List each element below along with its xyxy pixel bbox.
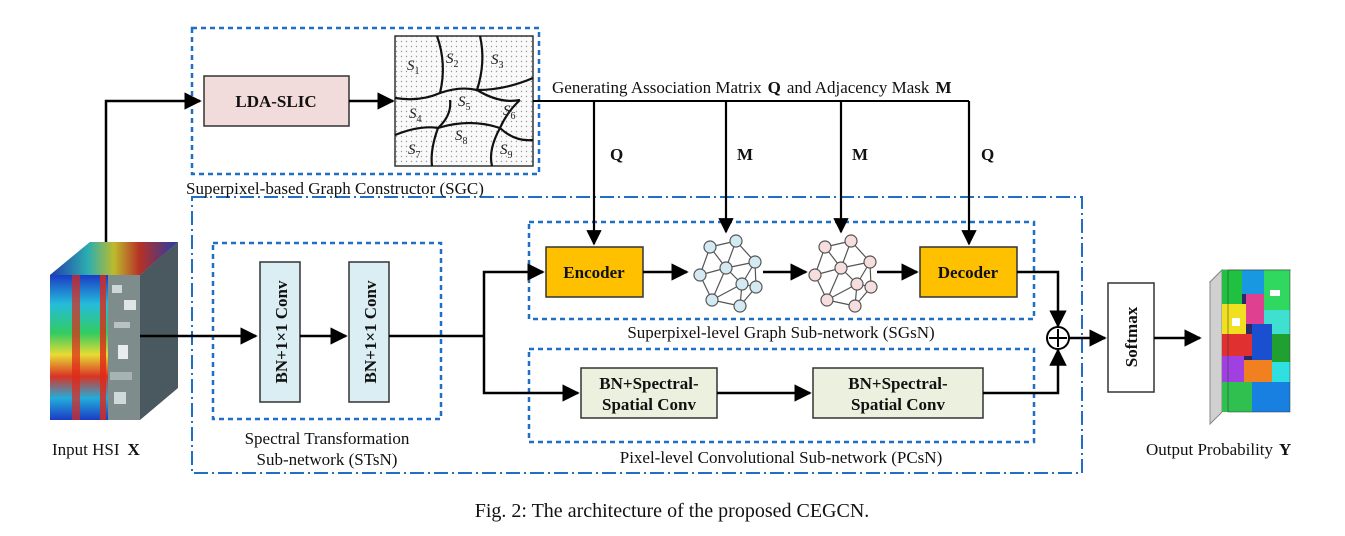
graph-network-2 [808, 234, 878, 313]
input-to-sgc-arrow [104, 92, 202, 242]
superpixel-label-8: S8 [455, 128, 468, 147]
figure-caption: Fig. 2: The architecture of the proposed… [475, 500, 870, 522]
conv-label-1: BN+1×1 Conv [272, 280, 291, 383]
pcsn-label: Pixel-level Convolutional Sub-network (P… [620, 448, 943, 467]
q-label-right: Q [981, 145, 994, 164]
split-to-pcsn-arrow [482, 336, 580, 402]
superpixel-label-1: S1 [407, 58, 420, 77]
decoder-label: Decoder [938, 263, 999, 282]
conv-box-1 [259, 261, 301, 403]
pcsn-to-sum-arrow [983, 348, 1067, 395]
spectral-spatial-conv-box-1 [580, 367, 718, 419]
superpixel-label-4: S4 [409, 106, 422, 125]
superpixel-label-7: S7 [408, 142, 421, 161]
encoder-label: Encoder [563, 263, 625, 282]
lda-slic-label: LDA-SLIC [235, 92, 316, 111]
output-probability-map [1208, 268, 1292, 426]
m-label-1: M [737, 145, 753, 164]
encoder-box [545, 246, 644, 298]
superpixel-label-6: S6 [503, 103, 516, 122]
decoder-to-sum-arrow [1017, 270, 1067, 328]
superpixel-label-5: S5 [458, 94, 471, 113]
pc2-label-line2: Spatial Conv [851, 395, 945, 414]
stsn-label-line2: Sub-network (STsN) [257, 450, 398, 469]
pc1-label-line1: BN+Spectral- [599, 374, 699, 393]
superpixel-label-9: S9 [500, 142, 513, 161]
superpixel-map: S1 S2 S3 S4 S5 S6 S7 S8 S9 [394, 35, 534, 167]
split-to-encoder-arrow [482, 263, 545, 336]
stsn-label-line1: Spectral Transformation [245, 429, 410, 448]
pc2-label-line1: BN+Spectral- [848, 374, 948, 393]
spectral-spatial-conv-box-2 [812, 367, 984, 419]
softmax-label: Softmax [1122, 306, 1141, 367]
input-hsi-cube [50, 242, 178, 420]
superpixel-label-3: S3 [491, 52, 504, 71]
sgc-label: Superpixel-based Graph Constructor (SGC) [186, 179, 484, 198]
conv-label-2: BN+1×1 Conv [361, 280, 380, 383]
conv-box-2 [348, 261, 390, 403]
graph-network-1 [693, 234, 763, 313]
q-label-left: Q [610, 145, 623, 164]
pcsn-container [527, 347, 1036, 444]
m-label-2: M [852, 145, 868, 164]
softmax-box [1107, 282, 1155, 393]
pc1-label-line2: Spatial Conv [602, 395, 696, 414]
sgsn-label: Superpixel-level Graph Sub-network (SGsN… [627, 323, 934, 342]
superpixel-label-2: S2 [446, 51, 459, 70]
stsn-container [211, 241, 443, 421]
sum-operator-icon [1046, 326, 1070, 350]
